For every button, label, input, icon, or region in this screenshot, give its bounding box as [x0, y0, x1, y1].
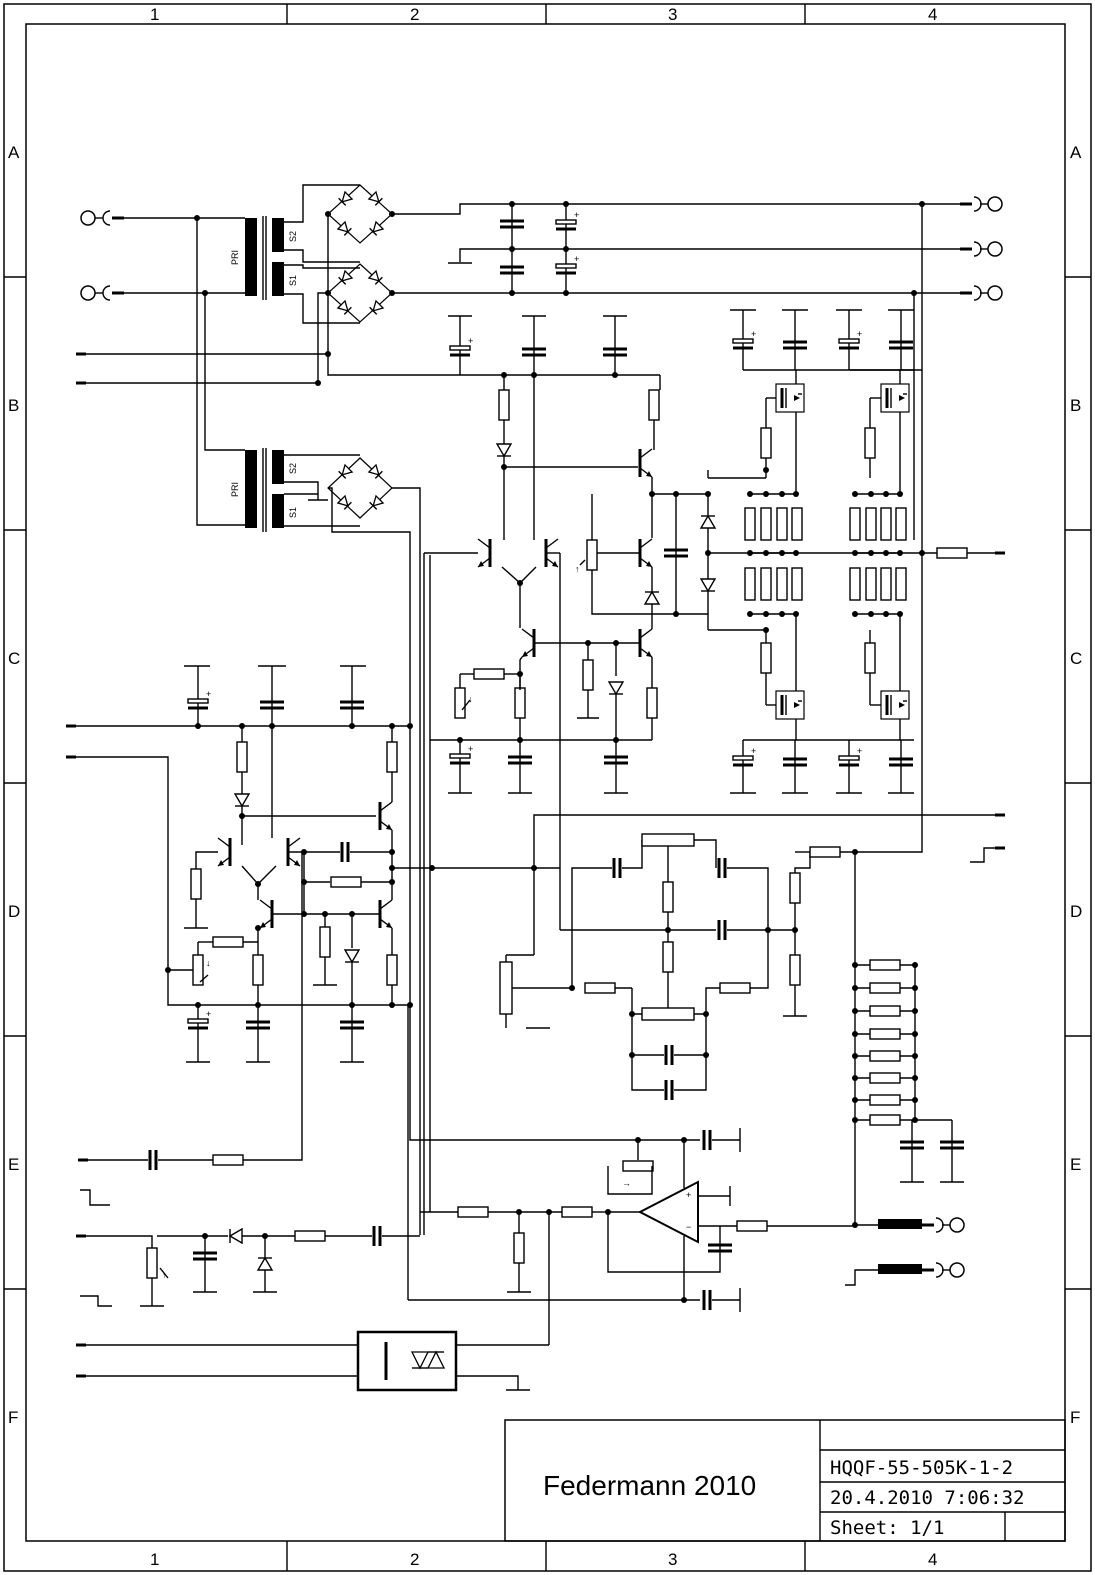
col-label-bottom-1: 1 [150, 1550, 159, 1569]
svg-text:→: → [622, 1178, 631, 1188]
row-label-left-f: F [8, 1408, 18, 1427]
drawing-frame [3, 3, 1092, 1572]
col-label-top-3: 3 [668, 5, 677, 24]
row-label-right-a: A [1070, 143, 1082, 162]
speaker-terminal-positive [920, 1216, 966, 1234]
output-terminal-ground [958, 240, 1004, 258]
opamp-stage: + − → [407, 553, 855, 1345]
optocoupler [74, 1330, 549, 1392]
col-label-top-4: 4 [928, 5, 937, 24]
col-label-top-1: 1 [150, 5, 159, 24]
zone-labels: 1 2 3 4 1 2 3 4 A B C D E F A B C D E F [8, 5, 1082, 1569]
aux-wires-b [74, 214, 660, 386]
row-label-right-c: C [1070, 649, 1082, 668]
title-block-author: Federmann 2010 [543, 1470, 756, 1501]
output-terminal-positive [958, 195, 1004, 213]
row-label-left-a: A [8, 143, 20, 162]
bridge-rectifier-3 [327, 457, 630, 1235]
mains-terminal-2 [79, 284, 126, 302]
svg-text:−: − [686, 1222, 691, 1232]
title-block-sheet: Sheet: 1/1 [830, 1517, 944, 1539]
title-block: Federmann 2010 HQQF-55-505K-1-2 20.4.201… [504, 1419, 1066, 1542]
svg-text:↑: ↑ [162, 1270, 167, 1280]
row-label-left-e: E [8, 1155, 19, 1174]
row-label-right-f: F [1070, 1408, 1080, 1427]
transformer-1-s1-label: S1 [288, 275, 298, 286]
ladder-resistors [855, 959, 952, 1126]
bridge-rectifier-1 [325, 184, 395, 244]
transformer-1-pri-label: PRI [230, 250, 240, 265]
svg-text:↓: ↓ [206, 958, 211, 968]
col-label-bottom-2: 2 [410, 1550, 419, 1569]
row-label-right-e: E [1070, 1155, 1081, 1174]
col-label-top-2: 2 [410, 5, 419, 24]
output-filter-ladder [845, 852, 966, 1286]
output-terminal-negative [958, 284, 1004, 302]
transformer-2: PRI S2 S1 [230, 448, 360, 532]
title-block-timestamp: 20.4.2010 7:06:32 [830, 1487, 1024, 1509]
bridge-rectifier-2 [325, 263, 395, 323]
row-label-left-d: D [8, 902, 20, 921]
input-section: ↑ [74, 852, 420, 1307]
tone-network [499, 370, 1007, 1102]
transformer-2-pri-label: PRI [230, 482, 240, 497]
col-label-bottom-4: 4 [928, 1550, 937, 1569]
mains-terminal-1 [79, 209, 126, 227]
supply-rails [392, 195, 1004, 540]
svg-text:↓: ↓ [468, 694, 473, 704]
resistor-bank-top-left [744, 507, 803, 601]
row-label-left-c: C [8, 649, 20, 668]
row-label-right-d: D [1070, 902, 1082, 921]
col-label-bottom-3: 3 [668, 1550, 677, 1569]
mains-input [79, 209, 245, 526]
resistor-bank-top-right [849, 507, 907, 601]
row-label-right-b: B [1070, 396, 1081, 415]
output-stage: ↑ ↓ [424, 315, 766, 930]
transformer-1: PRI S2 S1 [230, 184, 360, 324]
title-block-drawing-id: HQQF-55-505K-1-2 [830, 1457, 1013, 1479]
transformer-1-s2-label: S2 [288, 231, 298, 242]
svg-text:+: + [686, 1190, 691, 1200]
transformer-2-s2-label: S2 [288, 463, 298, 474]
speaker-terminal-negative [920, 1261, 966, 1279]
mosfet-output-bank [708, 309, 1007, 794]
preamp-stage: ↓ [64, 665, 560, 1063]
row-label-left-b: B [8, 396, 19, 415]
svg-text:↑: ↑ [575, 564, 580, 574]
transformer-2-s1-label: S1 [288, 507, 298, 518]
